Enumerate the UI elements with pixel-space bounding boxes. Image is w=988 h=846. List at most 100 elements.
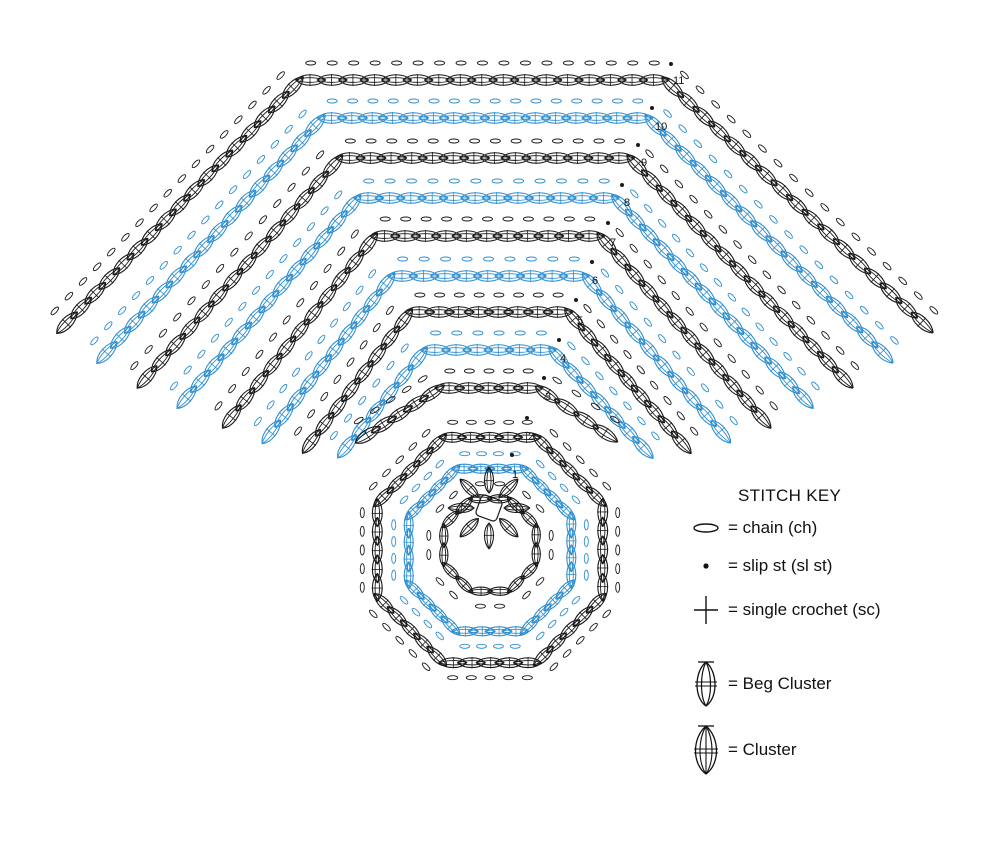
chain-stitch [562,649,572,658]
chain-stitch [399,595,409,605]
cluster-stitch [371,572,383,603]
chain-stitch [593,138,605,144]
chain-stitch [294,426,302,436]
cluster-stitch [357,112,389,124]
chain-stitch [547,619,557,629]
cluster-stitch [408,270,440,282]
chain-stitch [521,675,533,681]
cluster-stitch [638,337,660,362]
chain-stitch [201,280,210,290]
chain-stitch [121,233,130,242]
chain-stitch [835,346,845,355]
cluster-stitch [750,220,773,243]
cluster-stitch [352,192,385,204]
cluster-stitch [670,199,693,223]
cluster-stitch [597,497,609,528]
chain-stitch [386,305,394,315]
chain-stitch [493,330,505,336]
chain-stitch [238,301,247,311]
chain-stitch [414,292,426,298]
cluster-stitch [590,338,612,363]
cluster-stitch [543,591,564,612]
cluster-stitch [802,335,825,359]
chain-stitch [762,270,772,280]
chain-stitch [595,371,604,381]
cluster-stitch [655,184,678,208]
slip-stitch-dot [606,221,610,225]
chain-stitch [559,607,569,617]
cluster-stitch [165,332,187,357]
cluster-stitch [286,257,307,282]
round-label-5: 5 [577,315,583,327]
chain-stitch [385,396,396,404]
chart-rows [50,60,939,681]
chain-stitch [532,292,544,298]
chain-stitch [726,114,736,124]
cluster-stitch [810,280,834,304]
slip-stitch-dot [636,143,640,147]
chain-stitch [386,361,395,371]
chain-stitch [850,361,860,370]
cluster-stitch [403,561,414,590]
stitch-row [391,451,589,649]
chain-stitch [491,178,503,184]
cluster-stitch [150,348,172,373]
chain-stitch [359,340,368,350]
chain-stitch [627,60,639,66]
chain-stitch [50,306,59,316]
chain-stitch [583,552,589,564]
chain-stitch [851,232,861,241]
cluster-stitch [234,189,257,213]
chain-stitch [78,277,88,286]
chain-stitch [632,98,644,104]
cluster-stitch [543,488,564,509]
chain-stitch [449,590,458,600]
cluster-stitch [630,384,652,409]
chain-stitch [426,529,432,541]
chain-stitch [509,643,521,649]
cluster-stitch [566,544,577,573]
chain-stitch [144,345,153,354]
cluster-stitch [481,192,513,204]
cluster-stitch [502,306,534,318]
chain-stitch [465,419,477,425]
cluster-stitch [644,399,666,424]
chain-stitch [769,337,778,346]
cluster-stitch [253,105,276,129]
chain-stitch [316,150,325,160]
cluster-stitch [736,326,759,350]
cluster-stitch [403,527,414,556]
cluster-stitch [462,344,494,356]
chain-stitch [306,222,315,232]
chain-stitch [435,459,445,469]
cluster-stitch [494,270,526,282]
cluster-stitch [910,311,934,334]
chain-stitch [329,431,338,441]
chain-stitch [636,365,645,375]
cluster-stitch [499,518,519,538]
cluster-stitch [617,369,639,393]
cluster-stitch [176,385,198,409]
chain-stitch [522,490,531,500]
cluster-stitch [203,353,225,378]
chain-stitch [191,159,201,169]
cluster-stitch [564,307,586,332]
chain-stitch [64,291,74,301]
chain-stitch [408,649,418,658]
chain-stitch [423,471,433,481]
cluster-stitch [638,74,670,86]
cluster-stitch [456,657,487,669]
chain-stitch [658,218,667,228]
cluster-stitch [825,295,849,319]
chain-stitch [644,204,653,213]
chain-stitch [531,138,543,144]
key-label-beg-cluster: = Beg Cluster [728,674,832,693]
chain-stitch [493,292,505,298]
chain-stitch [789,173,798,183]
cluster-stitch [879,282,903,305]
cluster-stitch [466,74,498,86]
cluster-stitch [402,394,430,413]
cluster-stitch [303,301,324,326]
chain-stitch [205,144,215,154]
